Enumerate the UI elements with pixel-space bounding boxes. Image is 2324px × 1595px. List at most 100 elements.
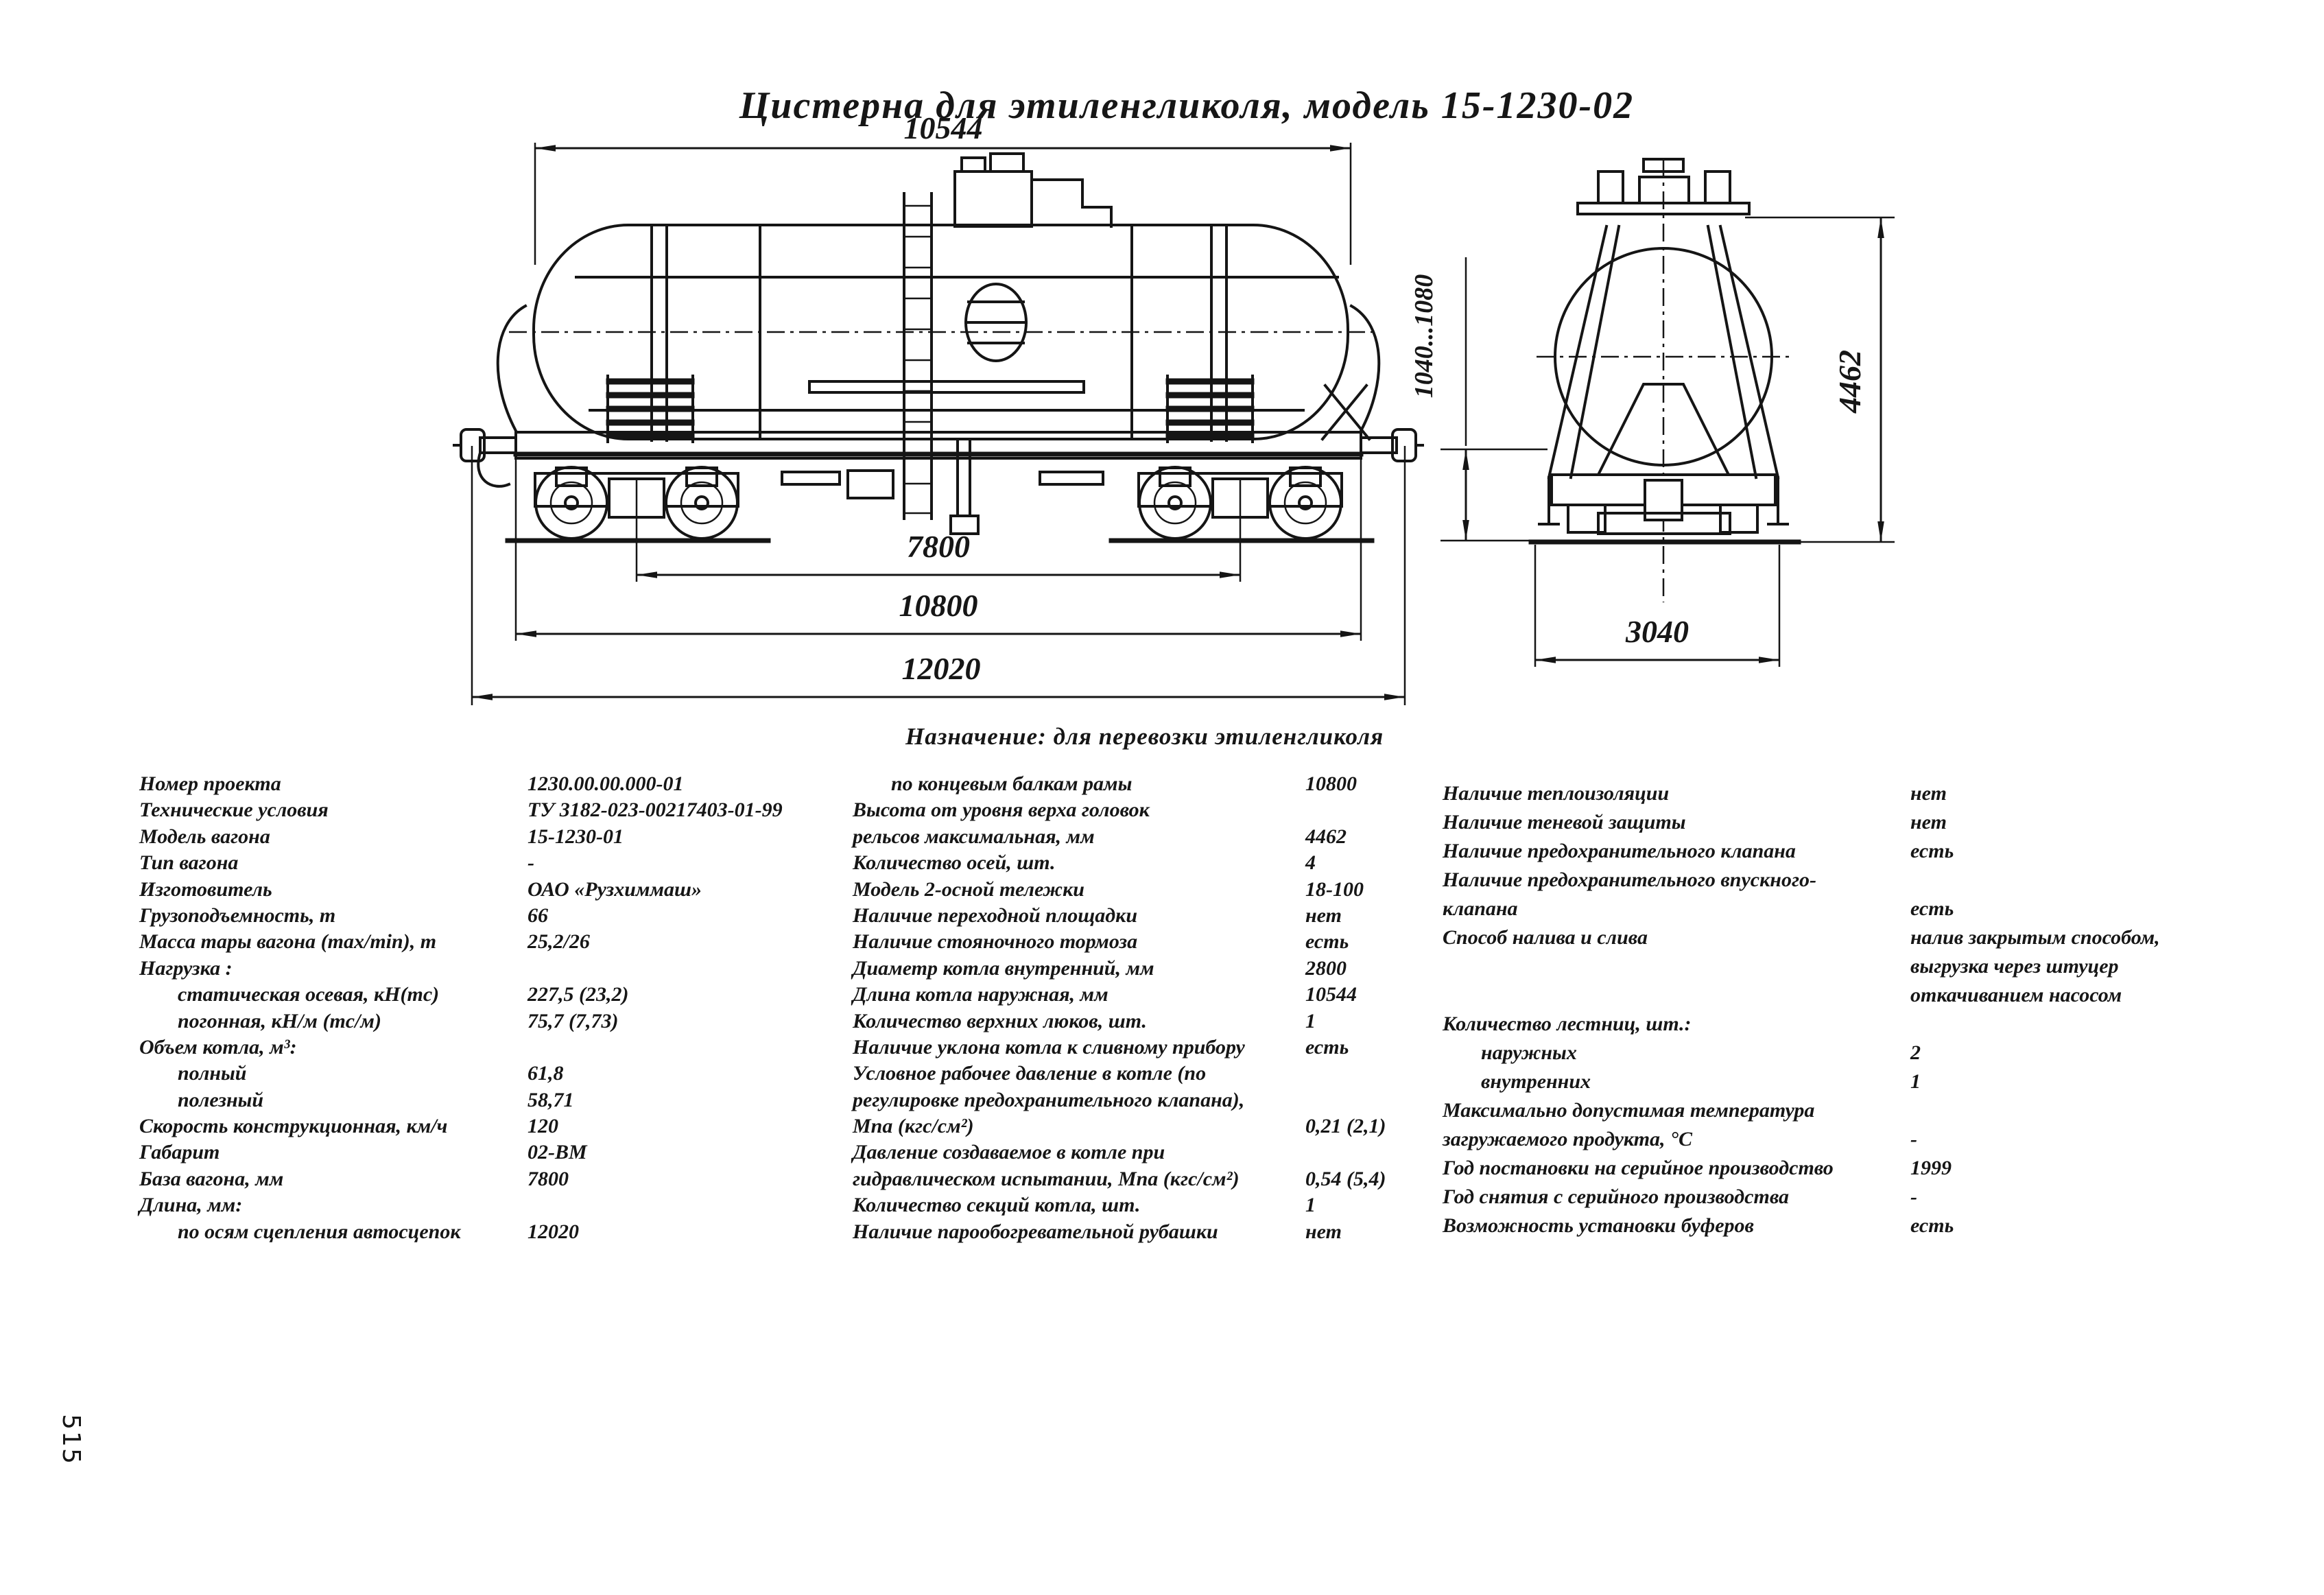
spec-label: гидравлическом испытании, Мпа (кгс/см²) <box>853 1167 1240 1190</box>
spec-label: Диаметр котла внутренний, мм <box>853 956 1154 980</box>
dim-tank-length: 10544 <box>904 110 983 145</box>
spec-value: 12020 <box>527 1220 579 1243</box>
bogie-right <box>1108 466 1375 543</box>
spec-row: Максимально допустимая температура <box>1443 1099 2321 1128</box>
spec-value: 15-1230-01 <box>527 825 624 848</box>
spec-label: База вагона, мм <box>139 1167 284 1190</box>
spec-label: Наличие предохранительного впускного- <box>1443 869 1817 891</box>
spec-value: 2 <box>1910 1041 1921 1064</box>
spec-row: регулировке предохранительного клапана), <box>853 1089 1641 1115</box>
spec-row: Грузоподъемность, т 66 <box>139 904 849 930</box>
spec-label: полезный <box>178 1088 264 1111</box>
spec-label: Модель вагона <box>139 825 270 848</box>
dim-frame-length: 10800 <box>899 588 978 623</box>
spec-row: Диаметр котла внутренний, мм 2800 <box>853 957 1641 983</box>
spec-label: Объем котла, м³: <box>139 1035 297 1059</box>
spec-label: Технические условия <box>139 799 329 822</box>
spec-row: База вагона, мм 7800 <box>139 1168 849 1194</box>
spec-value: 2800 <box>1305 956 1347 980</box>
spec-label: Наличие предохранительного клапана <box>1443 840 1796 862</box>
spec-value: 1 <box>1305 1009 1316 1032</box>
spec-label: Способ налива и слива <box>1443 926 1648 949</box>
spec-row: клапана есть <box>1443 897 2321 926</box>
dim-bogie-base: 7800 <box>907 529 970 564</box>
spec-row: Способ налива и слива налив закрытым спо… <box>1443 926 2321 955</box>
bogie-left <box>505 466 771 543</box>
spec-row: Скорость конструкционная, км/ч 120 <box>139 1115 849 1141</box>
spec-label: Наличие переходной площадки <box>853 903 1138 927</box>
spec-value: 1999 <box>1910 1157 1952 1179</box>
spec-value: 227,5 (23,2) <box>527 983 629 1006</box>
spec-label: Высота от уровня верха головок <box>853 799 1150 822</box>
spec-value: 1230.00.00.000-01 <box>527 772 684 795</box>
spec-row: Количество лестниц, шт.: <box>1443 1013 2321 1041</box>
spec-label: Наличие теневой защиты <box>1443 811 1686 834</box>
spec-label: Год постановки на серийное производство <box>1443 1157 1834 1179</box>
spec-label: Наличие парообогревательной рубашки <box>853 1220 1218 1243</box>
spec-value: налив закрытым способом, <box>1910 926 2160 949</box>
spec-label: Условное рабочее давление в котле (по <box>853 1062 1207 1085</box>
spec-value: есть <box>1305 1035 1349 1059</box>
spec-value: 66 <box>527 903 548 927</box>
spec-row: Нагрузка : <box>139 957 849 983</box>
spec-label: по концевым балкам рамы <box>891 772 1133 795</box>
spec-label: Количество верхних люков, шт. <box>853 1009 1147 1032</box>
spec-value: 10800 <box>1305 772 1357 795</box>
dim-width: 3040 <box>1625 614 1689 649</box>
spec-label: погонная, кН/м (тс/м) <box>178 1009 381 1032</box>
dim-coupler-height: 1040...1080 <box>1410 274 1438 399</box>
spec-row: по концевым балкам рамы 10800 <box>853 772 1641 799</box>
spec-row: полный 61,8 <box>139 1062 849 1088</box>
spec-value: есть <box>1910 897 1954 920</box>
spec-row: Год снятия с серийного производства - <box>1443 1185 2321 1214</box>
spec-value: 25,2/26 <box>527 930 590 954</box>
page-title: Цистерна для этиленгликоля, модель 15-12… <box>739 84 1635 127</box>
spec-label: регулировке предохранительного клапана), <box>853 1088 1245 1111</box>
spec-row: статическая осевая, кН(тс) 227,5 (23,2) <box>139 983 849 1009</box>
spec-value: 61,8 <box>527 1062 564 1085</box>
spec-row: погонная, кН/м (тс/м) 75,7 (7,73) <box>139 1010 849 1036</box>
spec-row: Наличие уклона котла к сливному прибору … <box>853 1036 1641 1062</box>
spec-column-2: по концевым балкам рамы 10800 Высота от … <box>853 772 1641 1247</box>
spec-value: 18-100 <box>1305 877 1364 901</box>
spec-row: Модель 2-осной тележки 18-100 <box>853 878 1641 904</box>
spec-value: 0,54 (5,4) <box>1305 1167 1386 1190</box>
spec-label: Мпа (кгс/см²) <box>853 1115 974 1138</box>
spec-label: Модель 2-осной тележки <box>853 877 1084 901</box>
spec-label: Изготовитель <box>139 877 272 901</box>
spec-row: Длина, мм: <box>139 1194 849 1220</box>
spec-label: Длина котла наружная, мм <box>853 983 1108 1006</box>
spec-row: откачиванием насосом <box>1443 984 2321 1013</box>
end-view <box>1528 158 1801 602</box>
spec-row: гидравлическом испытании, Мпа (кгс/см²) … <box>853 1168 1641 1194</box>
spec-row: Габарит 02-ВМ <box>139 1141 849 1167</box>
spec-value: 75,7 (7,73) <box>527 1009 619 1032</box>
spec-row: Номер проекта 1230.00.00.000-01 <box>139 772 849 799</box>
spec-value: ОАО «Рузхиммаш» <box>527 877 702 901</box>
spec-value: 4462 <box>1305 825 1347 848</box>
spec-row: Тип вагона - <box>139 851 849 877</box>
spec-row: Изготовитель ОАО «Рузхиммаш» <box>139 878 849 904</box>
spec-label: Габарит <box>139 1141 220 1164</box>
spec-row: рельсов максимальная, мм 4462 <box>853 825 1641 851</box>
spec-row: внутренних 1 <box>1443 1070 2321 1099</box>
spec-value: 7800 <box>527 1167 569 1190</box>
spec-row: Наличие теплоизоляции нет <box>1443 782 2321 811</box>
spec-label: Нагрузка : <box>139 956 233 980</box>
spec-value: 1 <box>1305 1194 1316 1217</box>
purpose-caption: Назначение: для перевозки этиленгликоля <box>905 723 1384 750</box>
spec-row: Количество осей, шт. 4 <box>853 851 1641 877</box>
spec-value: 1 <box>1910 1070 1921 1093</box>
page-number: 515 <box>56 1414 85 1465</box>
spec-row: Длина котла наружная, мм 10544 <box>853 983 1641 1009</box>
spec-row: наружных 2 <box>1443 1041 2321 1070</box>
spec-label: Возможность установки буферов <box>1443 1214 1754 1237</box>
spec-value: нет <box>1305 903 1342 927</box>
spec-value: 10544 <box>1305 983 1357 1006</box>
spec-label: Наличие теплоизоляции <box>1443 782 1670 805</box>
spec-row: полезный 58,71 <box>139 1089 849 1115</box>
spec-value: нет <box>1910 811 1947 834</box>
spec-value: выгрузка через штуцер <box>1910 955 2119 978</box>
spec-value: ТУ 3182-023-00217403-01-99 <box>527 799 783 822</box>
